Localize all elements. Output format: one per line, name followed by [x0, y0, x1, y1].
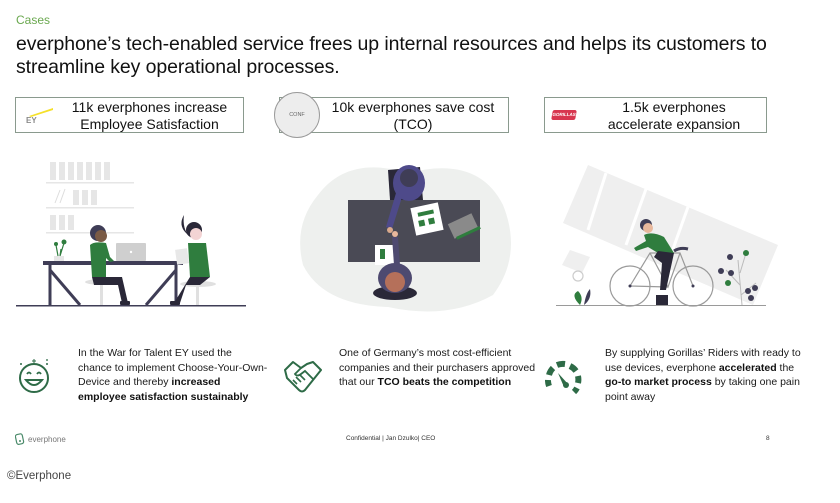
- copyright-caption: ©Everphone: [7, 470, 72, 482]
- two-people-at-table-illustration: [10, 145, 265, 320]
- case-box-ey: EY 11k everphones increase Employee Sati…: [15, 97, 244, 133]
- case-title: 1.5k everphones accelerate expansion: [607, 99, 741, 132]
- everphone-footer-logo: everphone: [15, 432, 66, 446]
- handshake-over-desk-illustration: [278, 145, 538, 320]
- case-description-tco: One of Germany’s most cost-efficient com…: [339, 346, 539, 390]
- gorillas-logo: GORILLAS: [551, 110, 577, 120]
- page-number: 8: [766, 435, 770, 442]
- confidential-logo: CONF: [274, 92, 320, 138]
- handshake-icon: [283, 356, 323, 396]
- description-text: By supplying Gorillas’ Riders with ready…: [605, 347, 801, 374]
- description-text: by taking one pain point away: [605, 376, 800, 403]
- cyclist-illustration: [548, 145, 818, 320]
- case-title: 10k everphones save cost (TCO): [331, 99, 495, 132]
- case-box-tco: CONF 10k everphones save cost (TCO): [274, 92, 509, 138]
- footer-confidential: Confidential | Jan Dzulko| CEO: [346, 435, 436, 442]
- case-box-gorillas: GORILLAS 1.5k everphones accelerate expa…: [544, 97, 767, 133]
- case-description-gorillas: By supplying Gorillas’ Riders with ready…: [605, 346, 805, 404]
- speedometer-icon: [543, 358, 583, 398]
- case-title: 11k everphones increase Employee Satisfa…: [71, 99, 228, 132]
- case-description-ey: In the War for Talent EY used the chance…: [78, 346, 268, 404]
- description-highlight: accelerated: [718, 361, 777, 374]
- description-highlight: TCO beats the competition: [377, 376, 512, 388]
- ey-logo: EY: [25, 106, 55, 128]
- description-text: One of Germany’s most cost-efficient com…: [339, 347, 536, 388]
- section-label: Cases: [16, 13, 51, 27]
- description-highlight: go-to market process: [605, 376, 712, 388]
- slide-headline: everphone’s tech-enabled service frees u…: [16, 33, 767, 78]
- everphone-logo-icon: [15, 433, 25, 445]
- description-highlight: increased employee satisfaction sustaina…: [78, 376, 249, 403]
- smiley-face-icon: [16, 356, 56, 396]
- description-text: In the War for Talent EY used the chance…: [78, 347, 268, 388]
- description-text: the: [776, 361, 795, 374]
- slide: Cases everphone’s tech-enabled service f…: [10, 13, 818, 446]
